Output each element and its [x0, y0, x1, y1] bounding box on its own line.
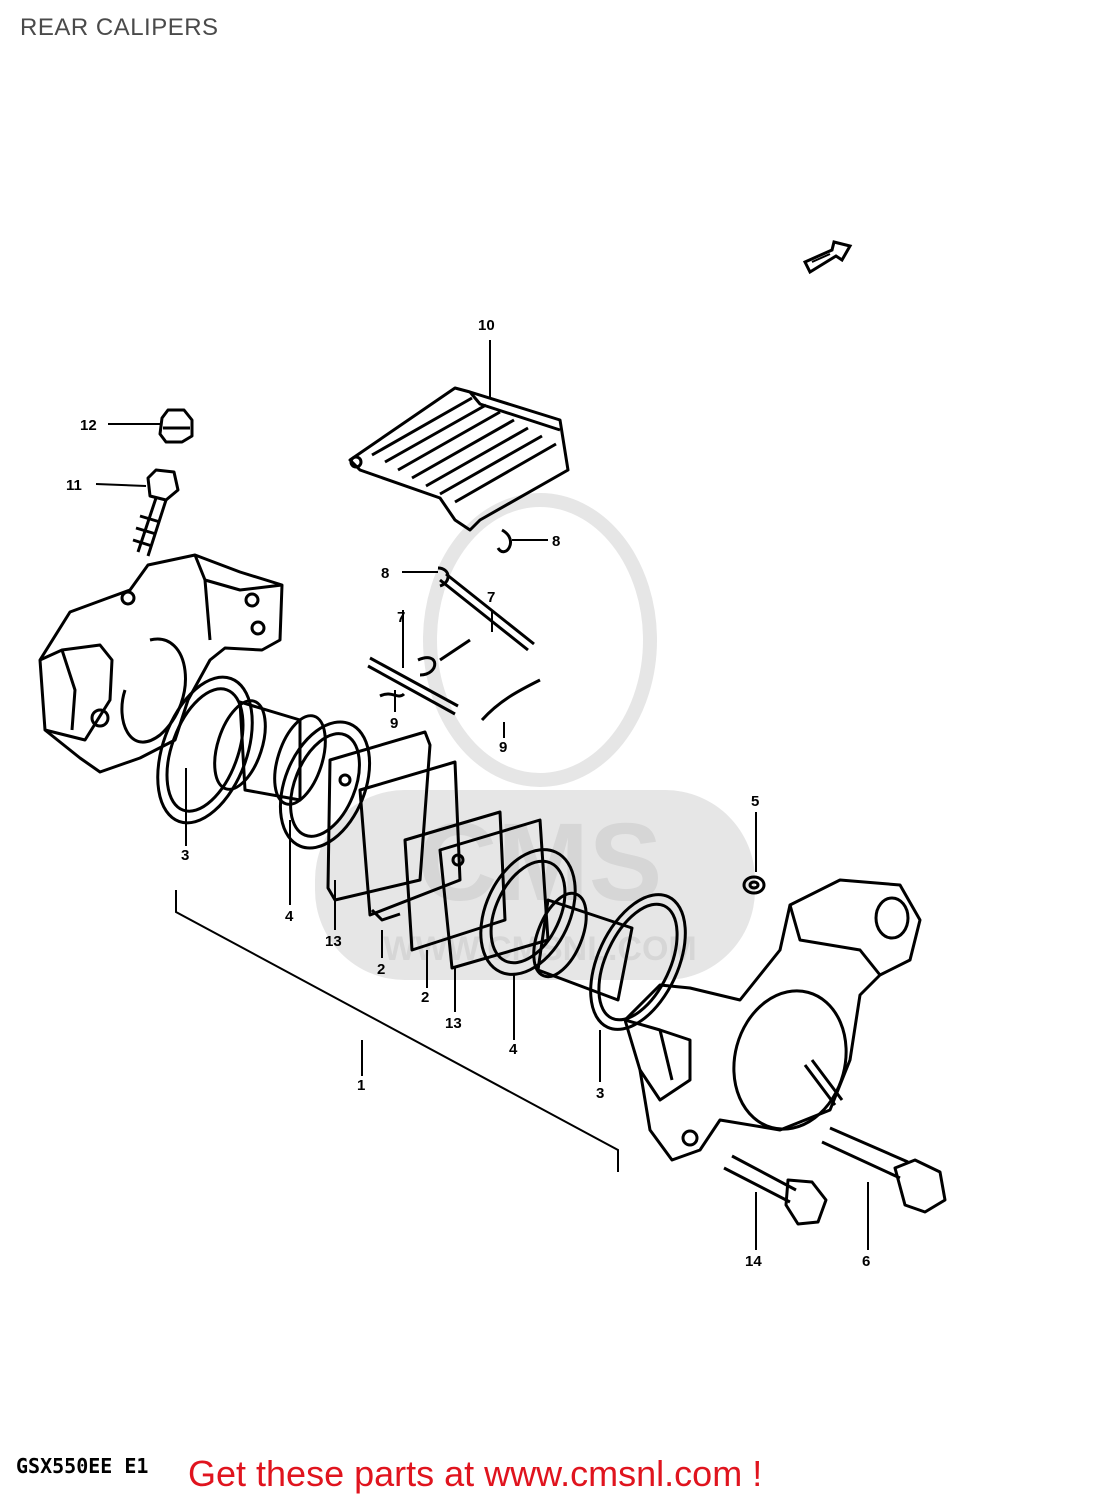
- callout-13-right: 13: [445, 1015, 462, 1032]
- callout-2-left: 2: [377, 961, 385, 978]
- parts-drawing: [38, 386, 947, 1226]
- pad-shim-left-part-13: [326, 730, 432, 902]
- promo-link[interactable]: Get these parts at www.cmsnl.com !: [188, 1453, 763, 1494]
- callout-8-upper-right: 8: [552, 533, 560, 550]
- brake-pad-left-part-2: [358, 760, 462, 922]
- callout-9-right: 9: [499, 739, 507, 756]
- pin-clip-part-8: [437, 528, 512, 588]
- washer-part-5: [742, 875, 766, 895]
- piston-left: [213, 699, 327, 806]
- bleeder-valve-part-11: [132, 468, 180, 557]
- callout-11: 11: [66, 477, 82, 494]
- callout-10: 10: [478, 317, 495, 334]
- callout-3-right: 3: [596, 1085, 604, 1102]
- bleeder-cap-part-12: [158, 408, 194, 444]
- mounting-bolt-part-6: [821, 1126, 947, 1214]
- page-title: REAR CALIPERS: [20, 14, 219, 41]
- piston-right: [532, 891, 634, 1002]
- callout-3-left: 3: [181, 847, 189, 864]
- callout-12: 12: [80, 417, 97, 434]
- direction-arrow-icon: [802, 240, 853, 275]
- dust-seal-right-part-4: [479, 848, 577, 976]
- callout-7-left: 7: [397, 609, 405, 626]
- caliper-body-right: [623, 878, 922, 1162]
- callout-13-left: 13: [325, 933, 342, 950]
- callout-8-upper-left: 8: [381, 565, 389, 582]
- callout-9-left: 9: [390, 715, 398, 732]
- pad-spring-part-10: [348, 386, 570, 532]
- callout-labels: 10 12 11 8 8 7 7 9 9 5 3 4 13 2 2 13 4 3…: [66, 317, 870, 1270]
- callout-14: 14: [745, 1253, 762, 1270]
- piston-seal-left-part-3: [156, 675, 254, 825]
- callout-2-right: 2: [421, 989, 429, 1006]
- callout-7-right: 7: [487, 589, 495, 606]
- leader-lines: [95, 340, 869, 1250]
- piston-seal-right-part-3: [589, 893, 687, 1031]
- bolt-part-14: [723, 1154, 828, 1226]
- model-code: GSX550EE E1: [16, 1454, 149, 1478]
- callout-4-left: 4: [285, 908, 294, 925]
- callout-5: 5: [751, 793, 759, 810]
- caliper-body-left: [38, 553, 284, 774]
- callout-1: 1: [357, 1077, 365, 1094]
- callout-6: 6: [862, 1253, 870, 1270]
- pad-pin-part-7: [367, 572, 535, 716]
- callout-4-right: 4: [509, 1041, 518, 1058]
- brake-pad-right-part-2: [403, 810, 507, 952]
